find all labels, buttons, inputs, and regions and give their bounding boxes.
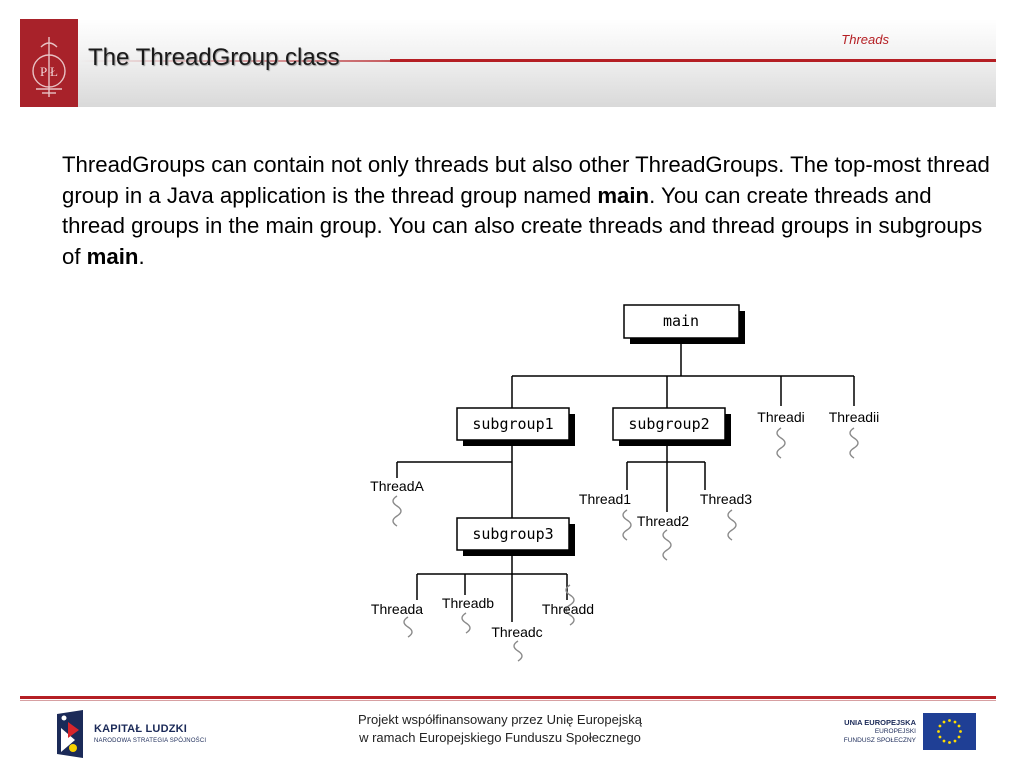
body-text-3: . [138,243,145,269]
footer-funding-line-1: Projekt współfinansowany przez Unię Euro… [358,712,642,727]
body-bold-main-2: main [86,243,139,269]
footer-rule-thin [20,700,996,701]
university-emblem-icon: P Ł [32,37,66,97]
section-label: Threads [841,32,889,47]
university-logo: P Ł [20,19,78,107]
eu-star [953,720,957,724]
header-rule [390,59,996,62]
thread-label-threadA: ThreadA [370,478,424,494]
squiggle-threadii [849,427,859,459]
squiggle-thread2 [662,529,672,561]
thread-label-threadii: Threadii [829,409,880,425]
squiggle-threadc [513,640,523,662]
eu-star [938,724,942,728]
group-box-subgroup1: subgroup1 [456,407,575,446]
eu-star [942,720,946,724]
logo-letters: P Ł [40,64,58,79]
page-title: The ThreadGroup class [88,44,340,71]
thread-label-threada: Threada [371,601,423,617]
group-box-main: main [623,304,745,344]
squiggle-threada [403,616,413,638]
group-label-subgroup1: subgroup1 [472,415,553,433]
eu-star [948,719,951,722]
eu-text-line-2: EUROPEJSKI [874,728,916,735]
squiggle-threadA [392,495,402,527]
thread-squiggles [392,427,859,662]
footer-rule [20,696,996,699]
kapital-ludzki-subtitle: NARODOWA STRATEGIA SPÓJNOŚCI [94,738,207,744]
eu-fund-text: UNIA EUROPEJSKA EUROPEJSKI FUNDUSZ SPOŁE… [844,718,916,745]
group-box-subgroup3: subgroup3 [456,517,575,556]
eu-star [957,735,961,739]
header-rule-fade [78,60,390,62]
group-box-subgroup2: subgroup2 [612,407,731,446]
eu-text-line-1: UNIA EUROPEJSKA [844,718,916,727]
thread-label-thread2: Thread2 [637,513,689,529]
squiggle-thread3 [727,509,737,541]
eu-flag-icon [923,713,976,750]
threadgroup-diagram: main subgroup1 subgroup2 subgroup3 Threa… [370,304,880,662]
eu-star [942,739,946,743]
eu-star [959,730,962,733]
group-label-main: main [663,312,699,330]
eu-star [953,739,957,743]
squiggle-threadd [565,584,575,626]
thread-label-threadb: Threadb [442,595,494,611]
eu-star [957,724,961,728]
squiggle-thread1 [622,509,632,541]
body-bold-main-1: main [597,182,650,208]
footer-funding-line-2: w ramach Europejskiego Funduszu Społeczn… [359,730,641,745]
eu-star [948,741,951,744]
squiggle-threadi [776,427,786,459]
thread-label-threadi: Threadi [757,409,804,425]
eu-text-line-3: FUNDUSZ SPOŁECZNY [843,737,916,744]
squiggle-threadb [461,612,471,634]
group-label-subgroup3: subgroup3 [472,525,553,543]
eu-star [937,730,940,733]
footer-funding-note: Projekt współfinansowany przez Unię Euro… [300,711,700,747]
diagram-connectors [396,338,855,622]
thread-label-threadd: Threadd [542,601,594,617]
group-label-subgroup2: subgroup2 [628,415,709,433]
kapital-ludzki-logo-icon [57,710,83,758]
kapital-ludzki-title: KAPITAŁ LUDZKI [94,723,188,735]
eu-star [938,735,942,739]
body-text-2: . You can create threads and thread grou… [62,182,983,269]
thread-label-thread1: Thread1 [579,491,631,507]
header-band [20,19,996,107]
body-paragraph: ThreadGroups can contain not only thread… [62,150,997,272]
body-text-1: ThreadGroups can contain not only thread… [62,152,990,208]
thread-label-threadc: Threadc [491,624,542,640]
thread-label-thread3: Thread3 [700,491,752,507]
